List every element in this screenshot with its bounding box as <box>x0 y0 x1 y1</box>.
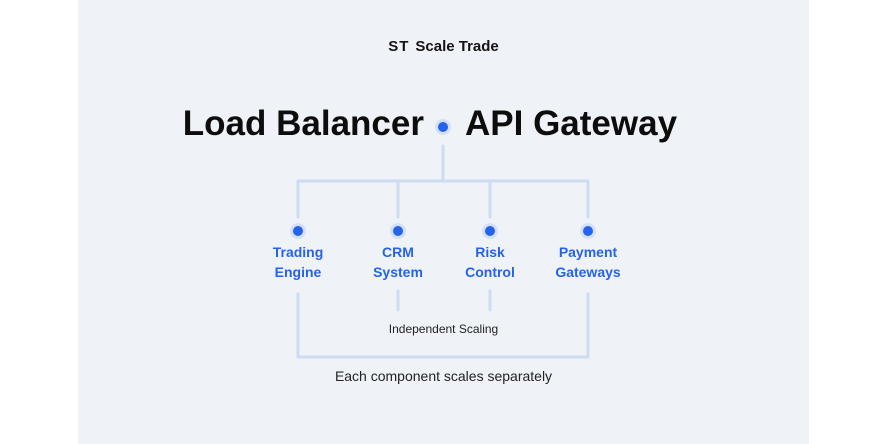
node-label-line: Gateways <box>555 264 621 280</box>
node-trading-engine: Trading Engine <box>243 242 353 282</box>
hub-dot <box>435 119 451 135</box>
node-dot <box>390 223 406 239</box>
node-dot <box>290 223 306 239</box>
brand-name: Scale Trade <box>415 38 499 55</box>
node-label-line: Control <box>465 264 515 280</box>
node-payment-gateways: Payment Gateways <box>533 242 643 282</box>
node-risk-control: Risk Control <box>435 242 545 282</box>
node-dot <box>482 223 498 239</box>
node-label-line: Payment <box>558 244 618 260</box>
node-crm-system: CRM System <box>343 242 453 282</box>
independent-scaling-label: Independent Scaling <box>388 322 499 336</box>
node-dot <box>580 223 596 239</box>
footer-caption: Each component scales separately <box>334 368 553 384</box>
node-label-line: Engine <box>274 264 322 280</box>
node-label-line: Risk <box>475 244 505 260</box>
logo-mark: ST <box>388 38 410 55</box>
node-label-line: Trading <box>272 244 324 260</box>
diagram-panel <box>78 0 809 444</box>
brand-logo: ST Scale Trade <box>0 38 887 55</box>
node-label-line: CRM <box>382 244 414 260</box>
node-label-line: System <box>373 264 423 280</box>
api-gateway-title: API Gateway <box>465 104 678 143</box>
load-balancer-title: Load Balancer <box>182 104 424 143</box>
